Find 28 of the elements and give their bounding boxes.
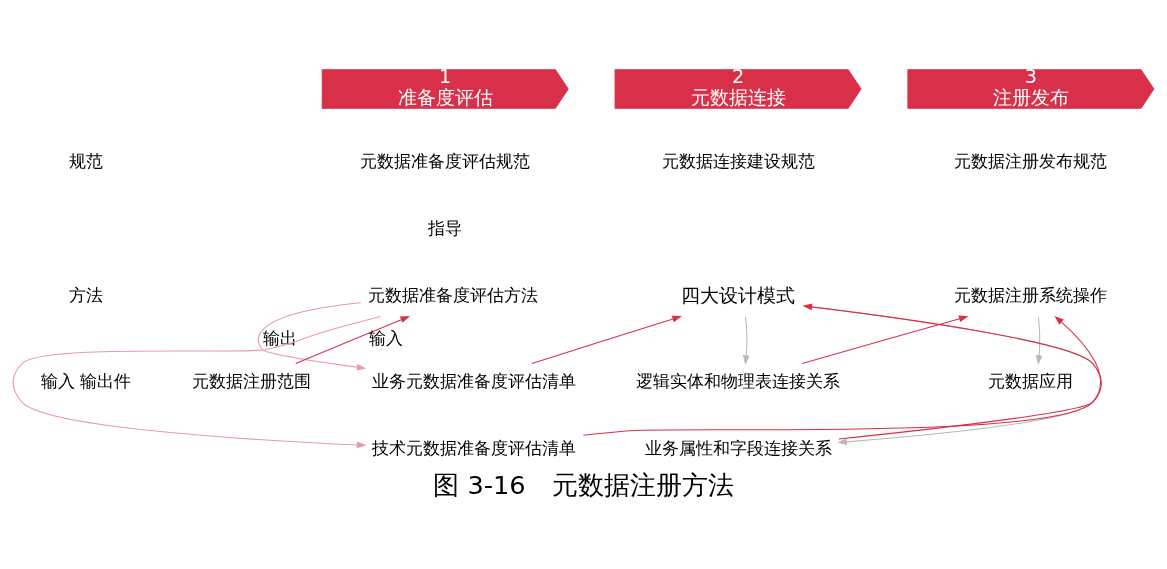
edge-label: 输入 <box>369 328 404 349</box>
arrow <box>12 316 381 449</box>
arrow <box>838 315 1102 440</box>
label: 输入 输出件 <box>40 370 132 391</box>
node-text: 元数据连接建设规范 <box>661 150 815 171</box>
node-text: 逻辑实体和物理表连接关系 <box>636 370 841 391</box>
arrow <box>801 315 969 364</box>
node-text: 元数据准备度评估规范 <box>360 150 531 171</box>
arrow <box>582 303 1102 436</box>
node-text: 元数据注册发布规范 <box>954 150 1108 171</box>
node-text: 业务属性和字段连接关系 <box>644 438 832 459</box>
label: 指导 <box>428 218 463 239</box>
node-text: 四大设计模式 <box>681 284 796 308</box>
arrow <box>742 316 750 365</box>
arrow <box>1035 316 1043 365</box>
node-text: 业务元数据准备度评估清单 <box>372 370 577 391</box>
node-text: 元数据注册系统操作 <box>954 285 1108 306</box>
node-text: 技术元数据准备度评估清单 <box>372 438 577 459</box>
node-text: 元数据应用 <box>988 370 1074 391</box>
edge-label: 输出 <box>262 328 297 349</box>
label: 方法 <box>69 285 104 306</box>
node-text: 元数据注册范围 <box>192 370 312 391</box>
node-text: 元数据准备度评估方法 <box>367 285 538 306</box>
arrow <box>295 316 411 365</box>
caption: 图 3-16 元数据注册方法 <box>433 470 734 501</box>
label: 规范 <box>69 150 104 171</box>
arrow <box>257 302 367 371</box>
arrow <box>531 315 682 364</box>
